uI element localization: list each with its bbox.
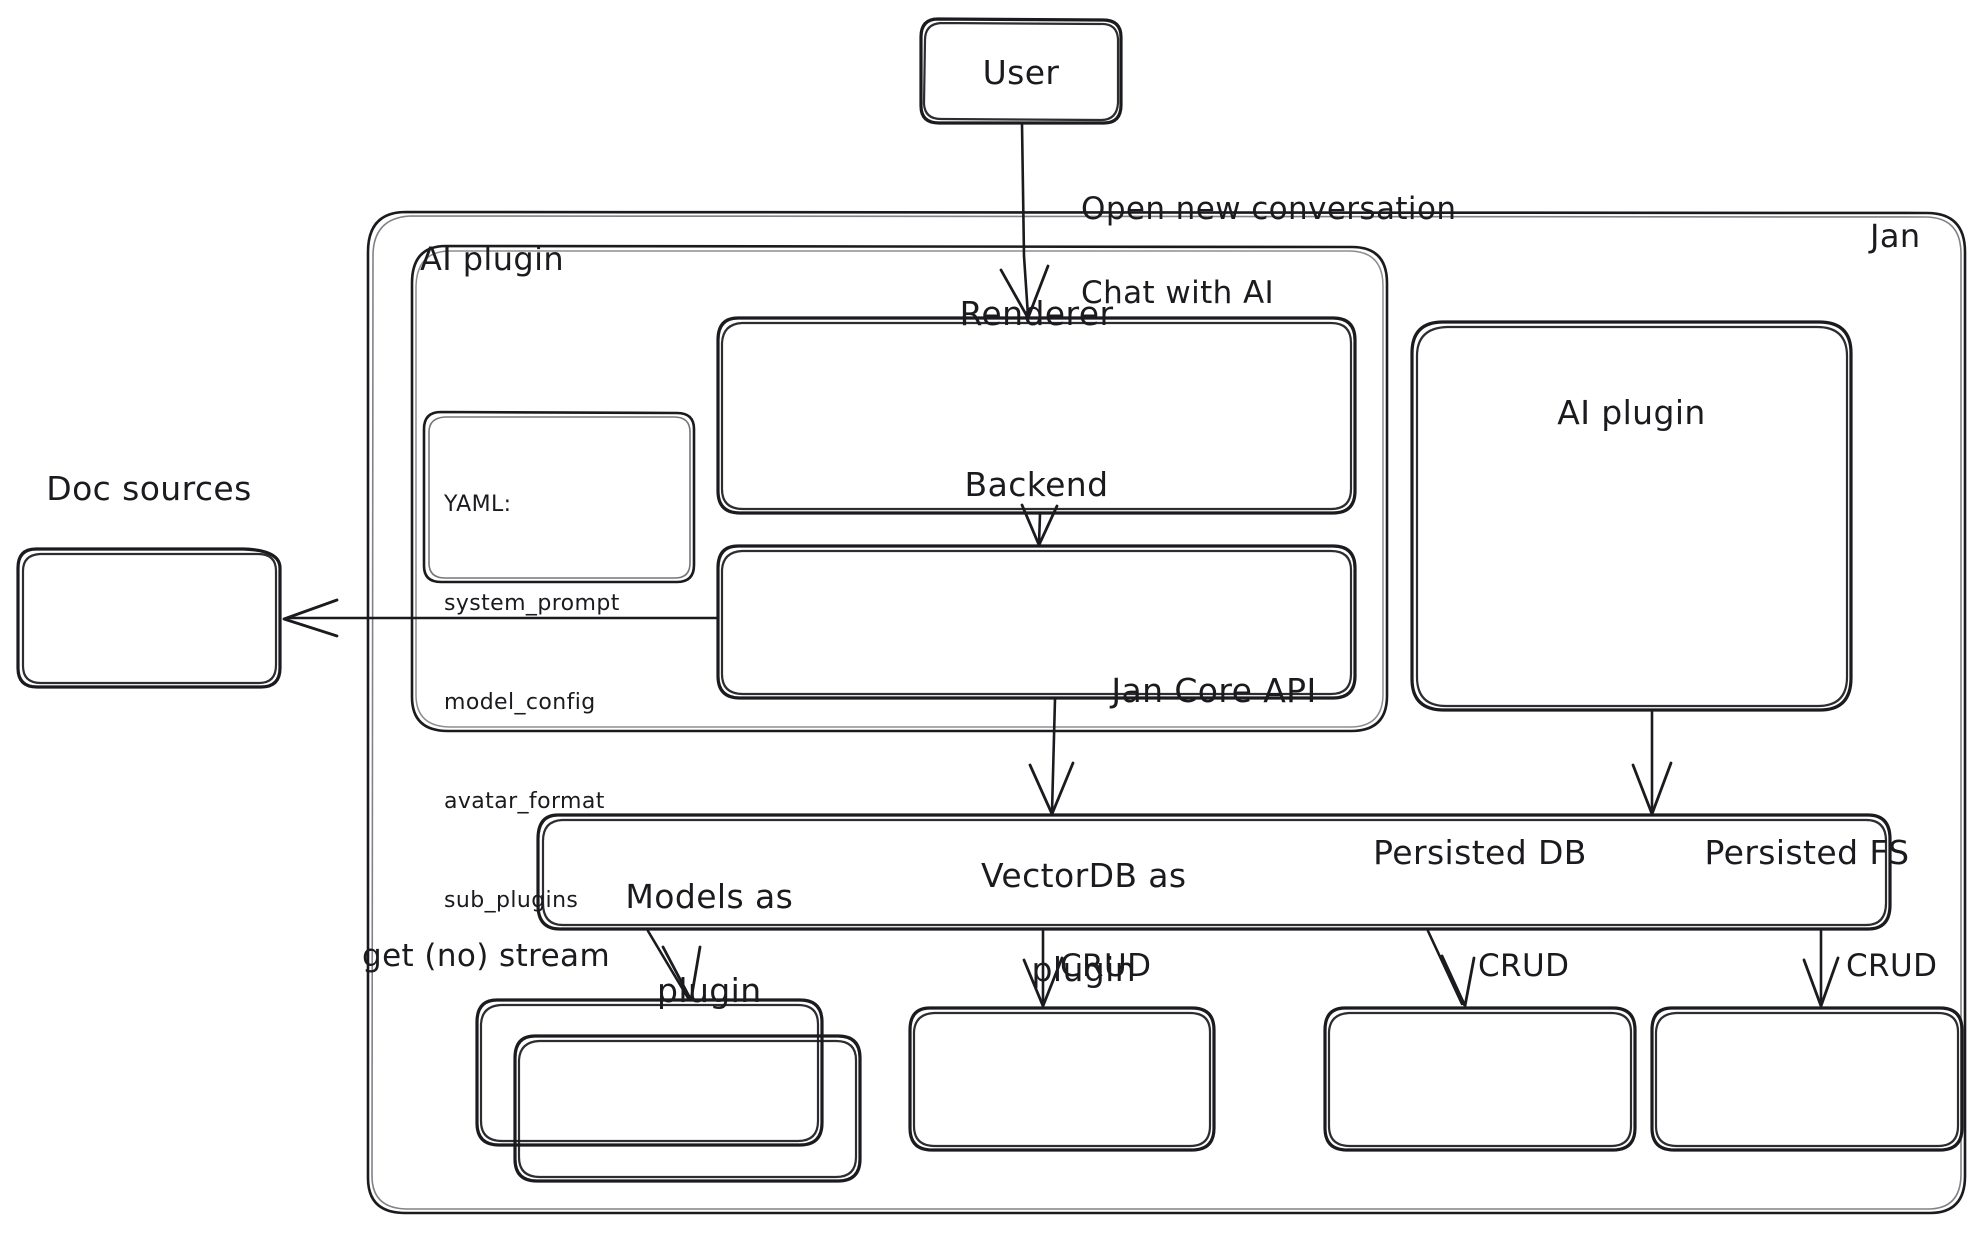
- yaml-key-model-config: model_config: [444, 690, 596, 715]
- edge-backend-to-doc-sources: [282, 598, 718, 638]
- jan-container-label: Jan: [1870, 217, 1921, 255]
- models-as-plugin-line2: plugin: [657, 970, 762, 1010]
- edge-renderer-to-backend: [1020, 503, 1059, 547]
- backend-label: Backend: [964, 465, 1109, 504]
- persisted-db-box-shape: [1323, 1006, 1637, 1152]
- persisted-fs-label: Persisted FS: [1704, 833, 1910, 872]
- models-as-plugin-box-shape: [475, 998, 862, 1183]
- ai-plugin-group-shape: [410, 244, 1389, 733]
- models-as-plugin-line1: Models as: [625, 876, 794, 916]
- vectordb-as-plugin-line2: plugin: [1031, 949, 1137, 989]
- edge-backend-to-jan-core-api: [1028, 697, 1075, 816]
- yaml-key-avatar-format: avatar_format: [444, 789, 605, 814]
- user-box-shape: [919, 17, 1123, 125]
- yaml-key-system-prompt: system_prompt: [444, 591, 620, 616]
- yaml-key-sub-plugins: sub_plugins: [444, 888, 579, 913]
- renderer-label: Renderer: [959, 294, 1114, 333]
- edge-jan-core-api-to-vectordb: [1022, 929, 1064, 1008]
- doc-sources-box-shape: [16, 547, 282, 689]
- jan-core-api-box-shape: [536, 813, 1892, 931]
- renderer-box-shape: [716, 316, 1357, 515]
- edge-ai-plugin-to-jan-core-api: [1631, 710, 1673, 816]
- doc-sources-label: Doc sources: [46, 469, 252, 508]
- edge-label-crud-vectordb: CRUD: [1060, 948, 1152, 984]
- yaml-heading: YAML:: [444, 492, 512, 517]
- models-as-plugin-label: Models as plugin: [515, 827, 860, 1061]
- edge-label-crud-persisted-fs: CRUD: [1846, 948, 1938, 984]
- edge-label-get-no-stream: get (no) stream: [362, 938, 611, 974]
- edge-jan-core-api-to-models: [646, 929, 702, 1002]
- edge-user-to-renderer: [999, 122, 1050, 320]
- persisted-fs-box-shape: [1650, 1006, 1964, 1152]
- jan-core-api-label: Jan Core API: [1111, 671, 1317, 710]
- ai-plugin-right-box-shape: [1410, 320, 1853, 712]
- yaml-card-text: YAML: system_prompt model_config avatar_…: [444, 422, 694, 983]
- yaml-card-shape: [422, 410, 696, 584]
- vectordb-as-plugin-box-shape: [908, 1006, 1216, 1152]
- edge-label-line2: Chat with AI: [1081, 274, 1275, 311]
- jan-container-shape: [366, 210, 1967, 1215]
- user-label: User: [982, 53, 1060, 92]
- edge-jan-core-api-to-persisted-db: [1426, 929, 1476, 1008]
- ai-plugin-group-label: AI plugin: [420, 240, 565, 278]
- persisted-db-label: Persisted DB: [1373, 833, 1587, 872]
- edge-label-user-to-renderer: Open new conversation Chat with AI: [1040, 147, 1456, 356]
- edge-label-line1: Open new conversation: [1081, 190, 1457, 227]
- vectordb-as-plugin-label: VectorDB as plugin: [910, 806, 1214, 1040]
- edge-jan-core-api-to-persisted-fs: [1802, 929, 1840, 1008]
- vectordb-as-plugin-line1: VectorDB as: [981, 855, 1187, 895]
- edge-label-crud-persisted-db: CRUD: [1478, 948, 1570, 984]
- backend-box-shape: [716, 544, 1357, 700]
- ai-plugin-right-label: AI plugin: [1557, 393, 1706, 432]
